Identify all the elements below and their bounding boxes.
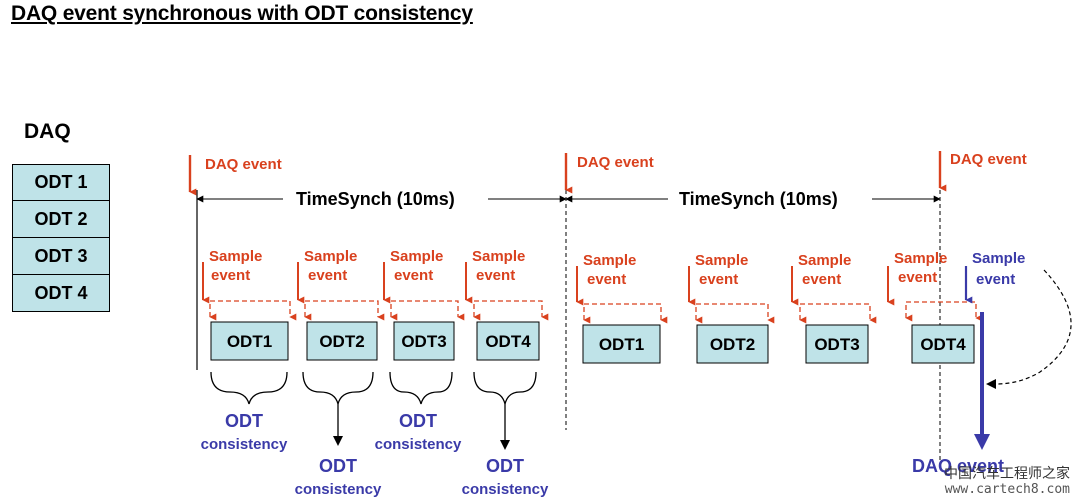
odt-box-c1-1: ODT1 [210, 321, 289, 361]
sample-event-c2-3: Sample event [791, 252, 877, 324]
svg-text:ODT1: ODT1 [599, 335, 644, 354]
svg-text:event: event [394, 267, 433, 284]
daq-heading: DAQ [24, 120, 71, 143]
svg-text:ODT: ODT [319, 456, 357, 476]
sample-event-c1-1: Sample event [202, 248, 297, 321]
svg-text:consistency: consistency [462, 481, 549, 498]
blue-sample-event: Sample event [964, 250, 1025, 304]
watermark-cn: 中国汽车工程师之家 [944, 466, 1070, 482]
odt-box-c1-3: ODT3 [393, 321, 455, 361]
daq-event-label-3: DAQ event [950, 151, 1027, 168]
svg-text:Sample: Sample [695, 252, 748, 269]
svg-text:event: event [476, 267, 515, 284]
svg-text:ODT: ODT [486, 456, 524, 476]
timesynch-2: TimeSynch (10ms) [565, 189, 941, 209]
daq-event-3: DAQ event [938, 151, 1027, 192]
svg-text:ODT3: ODT3 [401, 332, 446, 351]
brace-3 [389, 371, 453, 405]
svg-text:consistency: consistency [295, 481, 382, 498]
bottom-right-daq-label: DAQ event [912, 456, 1004, 476]
odt-box-c2-4: ODT4 [911, 324, 975, 364]
watermark-url: www.cartech8.com [944, 482, 1070, 497]
timesynch-1: TimeSynch (10ms) [196, 189, 567, 209]
svg-text:Sample: Sample [972, 250, 1025, 267]
sample-event-c1-3: Sample event [383, 248, 465, 321]
watermark: 中国汽车工程师之家 www.cartech8.com [944, 466, 1070, 498]
svg-text:event: event [587, 271, 626, 288]
svg-text:ODT1: ODT1 [227, 332, 272, 351]
svg-text:consistency: consistency [201, 436, 288, 453]
daq-event-label-2: DAQ event [577, 154, 654, 171]
brace-1 [210, 371, 288, 405]
svg-text:ODT: ODT [225, 411, 263, 431]
svg-text:Sample: Sample [390, 248, 443, 265]
odt-stack-item-3: ODT 3 [12, 238, 110, 275]
svg-text:ODT: ODT [399, 411, 437, 431]
sample-event-c2-2: Sample event [688, 252, 775, 324]
svg-text:Sample: Sample [304, 248, 357, 265]
svg-text:ODT2: ODT2 [319, 332, 364, 351]
daq-event-1: DAQ event [188, 155, 282, 196]
odt-stack-item-1: ODT 1 [12, 164, 110, 201]
odt-stack: ODT 1 ODT 2 ODT 3 ODT 4 [12, 164, 110, 312]
svg-text:event: event [976, 271, 1015, 288]
svg-text:Sample: Sample [583, 252, 636, 269]
daq-event-label-1: DAQ event [205, 156, 282, 173]
sample-event-c2-4: Sample event [887, 250, 983, 322]
blue-daq-trigger [974, 269, 1072, 450]
svg-text:Sample: Sample [209, 248, 262, 265]
brace-4 [473, 371, 537, 448]
svg-text:ODT4: ODT4 [485, 332, 531, 351]
odt-box-c2-3: ODT3 [805, 324, 869, 364]
consistency-3: ODT consistency [375, 411, 462, 453]
odt-box-c1-2: ODT2 [306, 321, 378, 361]
odt-box-c2-1: ODT1 [582, 324, 661, 364]
sample-event-c2-1: Sample event [576, 252, 668, 324]
svg-text:Sample: Sample [894, 250, 947, 267]
svg-text:ODT3: ODT3 [814, 335, 859, 354]
svg-text:Sample: Sample [798, 252, 851, 269]
consistency-1: ODT consistency [201, 411, 288, 453]
svg-text:ODT4: ODT4 [920, 335, 966, 354]
page-title: DAQ event synchronous with ODT consisten… [11, 2, 473, 25]
consistency-2: ODT consistency [295, 456, 382, 498]
odt-stack-item-2: ODT 2 [12, 201, 110, 238]
svg-text:consistency: consistency [375, 436, 462, 453]
brace-2 [302, 371, 374, 445]
sample-event-c1-4: Sample event [465, 248, 549, 321]
svg-text:event: event [308, 267, 347, 284]
odt-box-c1-4: ODT4 [476, 321, 540, 361]
svg-text:Sample: Sample [472, 248, 525, 265]
svg-text:event: event [699, 271, 738, 288]
svg-text:event: event [898, 269, 937, 286]
odt-stack-item-4: ODT 4 [12, 275, 110, 312]
timesynch-label-1: TimeSynch (10ms) [296, 189, 455, 209]
consistency-4: ODT consistency [462, 456, 549, 498]
svg-text:event: event [802, 271, 841, 288]
svg-text:ODT2: ODT2 [710, 335, 755, 354]
svg-text:event: event [211, 267, 250, 284]
timesynch-label-2: TimeSynch (10ms) [679, 189, 838, 209]
odt-box-c2-2: ODT2 [696, 324, 769, 364]
daq-event-2: DAQ event [564, 153, 654, 194]
sample-event-c1-2: Sample event [297, 248, 385, 321]
